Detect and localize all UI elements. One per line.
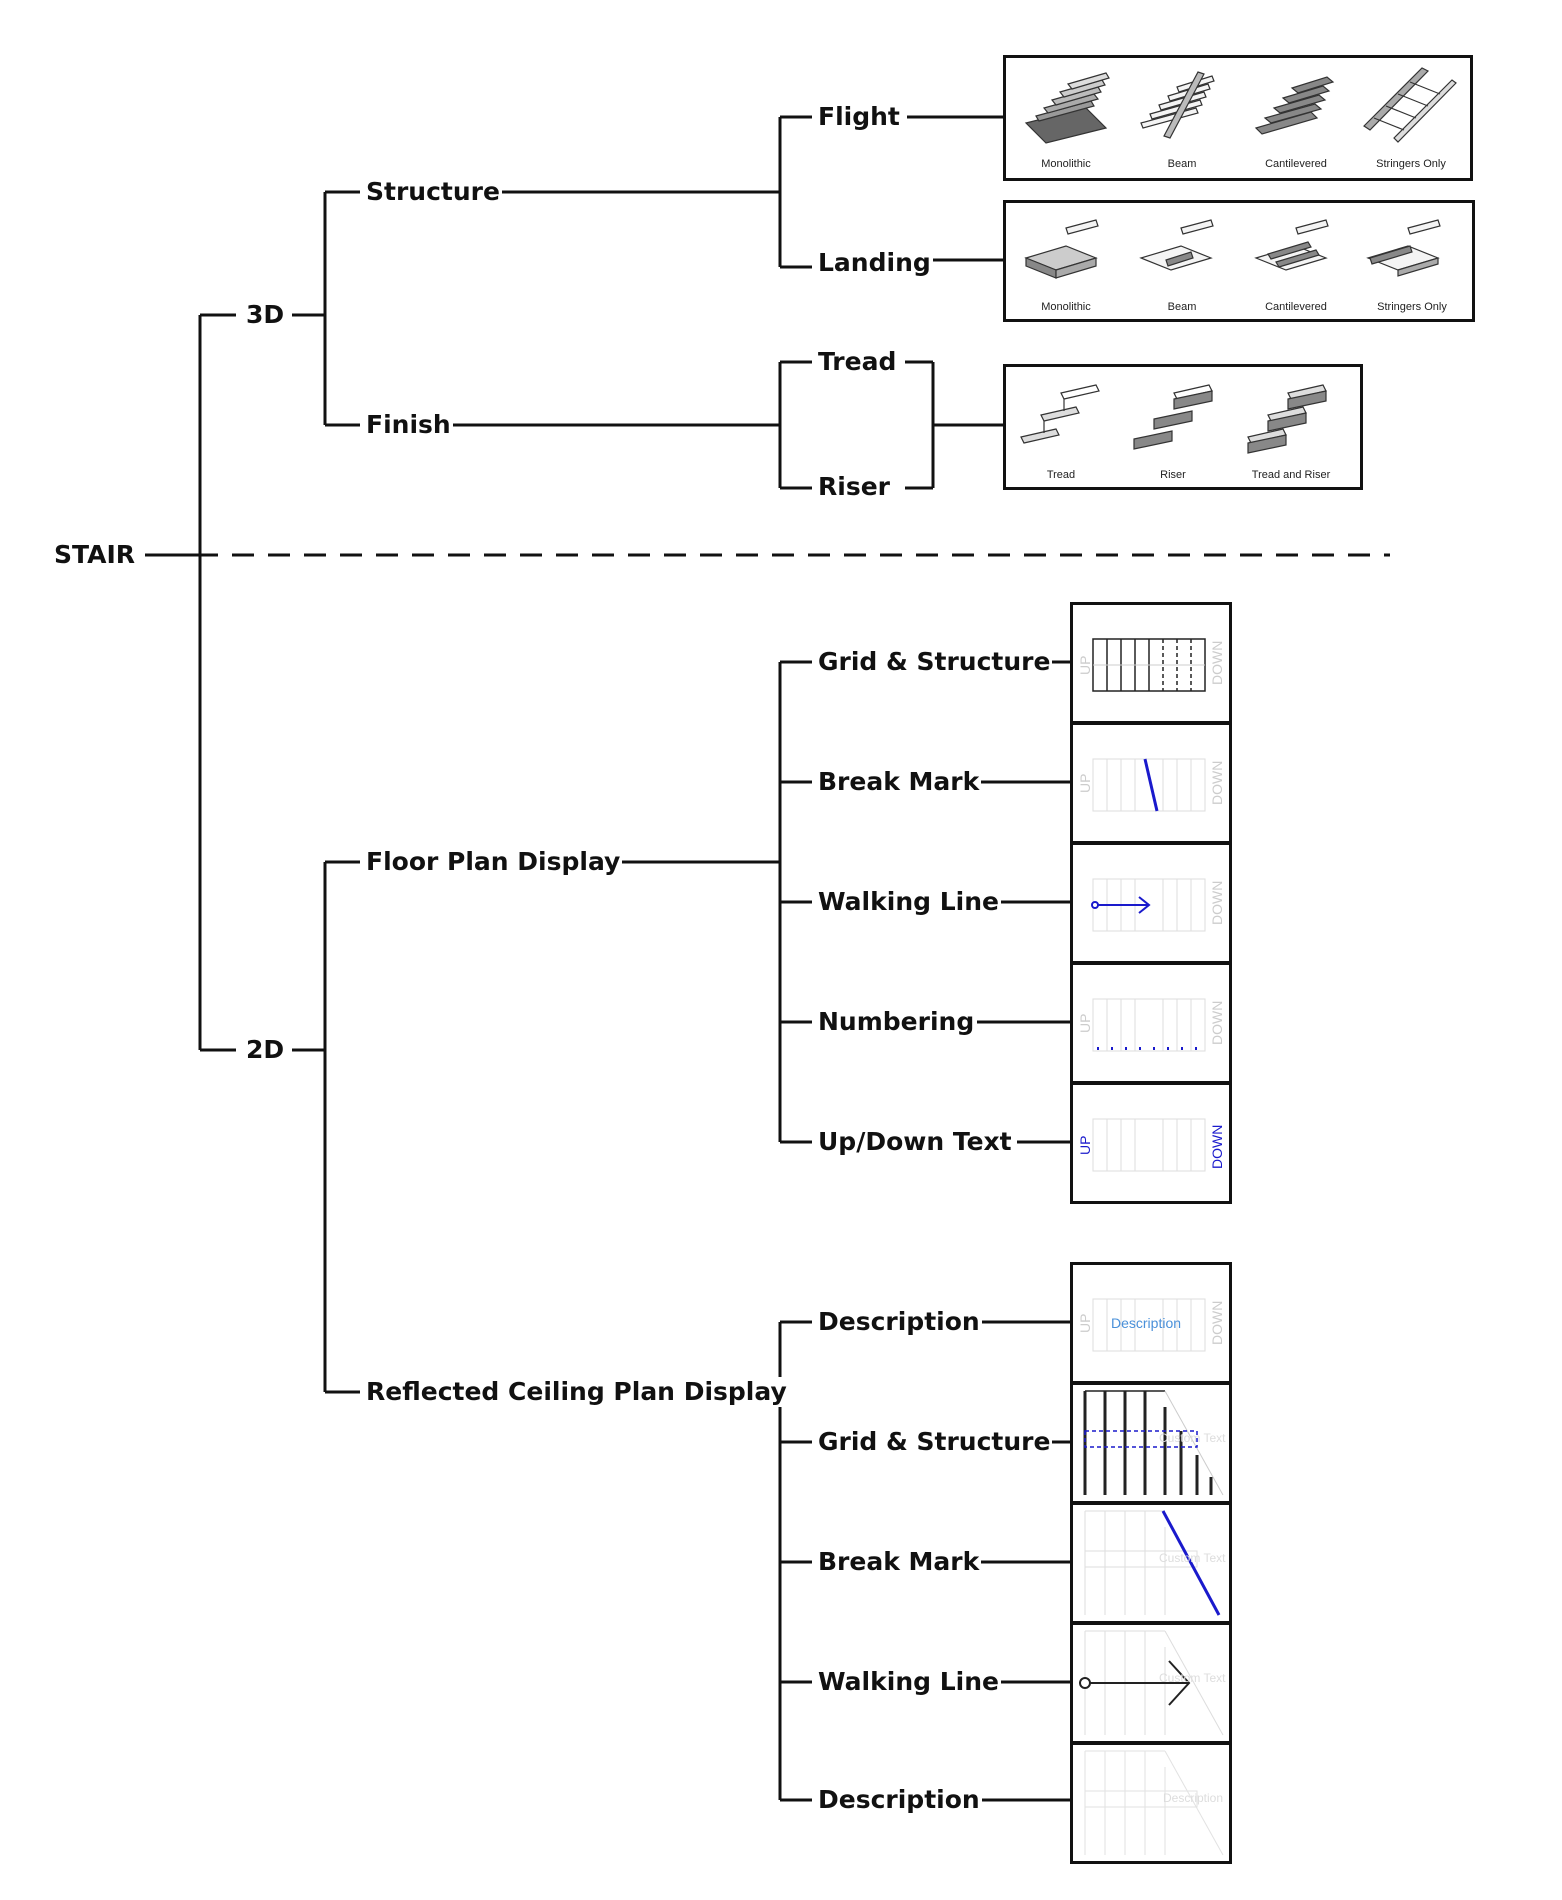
level-3d-label: 3D [244,300,287,330]
flight-cantilevered-thumb [1254,76,1335,135]
finish-caption-tread-and-riser: Tread and Riser [1251,469,1331,481]
rcp-tile-1-description-text: Description [1111,1315,1182,1331]
rcp-item-description: Description [816,1307,982,1337]
finish-label: Finish [364,410,453,440]
rcp-label: Reflected Ceiling Plan Display [364,1377,789,1407]
landing-caption-stringers-only: Stringers Only [1377,301,1447,313]
rcp-tile-description-2: Description [1070,1742,1232,1864]
finish-caption-riser: Riser [1160,469,1186,481]
fp-tile-4-up-text: UP [1077,1013,1093,1033]
riser-label: Riser [816,472,892,502]
fp-tile-numbering: UP DOWN [1070,962,1232,1084]
fp-tile-5-up-text: UP [1077,1135,1093,1155]
fp-tile-2-down-text: DOWN [1209,760,1225,805]
fp-tile-1-up-text: UP [1077,655,1093,675]
rcp-tile-grid-structure: Custom Text [1070,1382,1232,1504]
tread-label: Tread [816,347,899,377]
fp-tile-5-down-text: DOWN [1209,1124,1225,1169]
level-2d-label: 2D [244,1035,287,1065]
landing-stringers-only-thumb [1366,219,1441,277]
structure-label: Structure [364,177,502,207]
flight-stringers-only-thumb [1363,67,1457,143]
fp-tile-3-down-text: DOWN [1209,880,1225,925]
fp-tile-break-mark: UP DOWN [1070,722,1232,844]
flight-caption-stringers-only: Stringers Only [1376,158,1446,170]
finish-options-panel: Tread Riser Tread and Riser [1003,364,1363,490]
rcp-item-break-mark: Break Mark [816,1547,982,1577]
fp-tile-2-up-text: UP [1077,773,1093,793]
landing-caption-monolithic: Monolithic [1041,301,1091,313]
flight-options-panel: Monolithic Beam Cantilevered Stringers O… [1003,55,1473,181]
fp-item-break-mark: Break Mark [816,767,982,797]
fp-tile-1-down-text: DOWN [1209,640,1225,685]
rcp-tile-5-description-text: Description [1163,1791,1224,1805]
rcp-tile-4-custom-text: Custom Text [1159,1671,1226,1685]
finish-thumbnails [1020,384,1327,454]
rcp-tile-3-custom-text: Custom Text [1159,1551,1226,1565]
rcp-item-walking-line: Walking Line [816,1667,1001,1697]
fp-item-up-down-text: Up/Down Text [816,1127,1014,1157]
rcp-tile-1-down-text: DOWN [1209,1300,1225,1345]
rcp-tile-1-up-text: UP [1077,1313,1093,1333]
finish-tread-and-riser-thumb [1247,384,1327,454]
root-label: STAIR [52,540,138,570]
fp-item-grid-structure: Grid & Structure [816,647,1053,677]
landing-options-panel: Monolithic Beam Cantilevered Stringers O… [1003,200,1475,322]
flight-caption-monolithic: Monolithic [1041,158,1091,170]
fp-item-walking-line: Walking Line [816,887,1001,917]
flight-thumbnails [1024,67,1457,144]
rcp-tile-walking-line: Custom Text [1070,1622,1232,1744]
rcp-tile-description: Description UP DOWN [1070,1262,1232,1384]
rcp-tile-2-custom-text: Custom Text [1159,1431,1226,1445]
landing-label: Landing [816,248,933,278]
landing-caption-beam: Beam [1167,301,1197,313]
finish-caption-tread: Tread [1046,469,1076,481]
fp-item-numbering: Numbering [816,1007,977,1037]
flight-monolithic-thumb [1024,72,1110,144]
finish-tread-thumb [1020,384,1100,444]
fp-tile-up-down-text: UP DOWN [1070,1082,1232,1204]
landing-beam-thumb [1139,219,1214,271]
landing-cantilevered-thumb [1254,219,1329,271]
rcp-item-description-2: Description [816,1785,982,1815]
flight-caption-cantilevered: Cantilevered [1265,158,1327,170]
landing-monolithic-thumb [1024,219,1099,279]
floor-plan-label: Floor Plan Display [364,847,623,877]
landing-thumbnails [1024,219,1441,279]
fp-tile-grid-structure: UP DOWN [1070,602,1232,724]
flight-caption-beam: Beam [1167,158,1197,170]
fp-tile-walking-line: DOWN [1070,842,1232,964]
fp-tile-4-down-text: DOWN [1209,1000,1225,1045]
rcp-tile-break-mark: Custom Text [1070,1502,1232,1624]
rcp-item-grid-structure: Grid & Structure [816,1427,1053,1457]
landing-caption-cantilevered: Cantilevered [1265,301,1327,313]
flight-label: Flight [816,102,902,132]
finish-riser-thumb [1133,384,1213,450]
flight-beam-thumb [1140,71,1215,139]
